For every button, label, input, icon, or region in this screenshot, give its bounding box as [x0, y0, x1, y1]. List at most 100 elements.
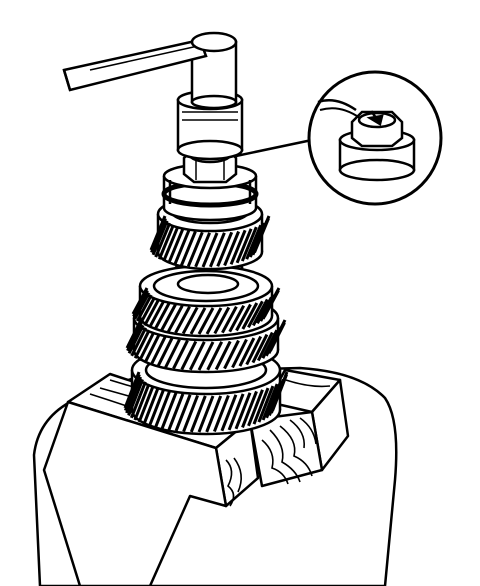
middle-gear-b-tooth	[214, 340, 232, 371]
middle-gear-a-tooth	[153, 302, 171, 330]
upper-gear-tooth	[245, 224, 263, 260]
middle-gear-a-tooth	[247, 300, 264, 329]
lower-gear-tooth	[227, 393, 245, 431]
middle-gear-a-tooth	[148, 300, 165, 329]
upper-gear-teeth	[149, 215, 271, 268]
middle-gear-b-tooth	[180, 340, 198, 371]
upper-gear-tooth	[157, 224, 175, 260]
upper-gear-tooth	[209, 232, 226, 268]
lower-gear-tooth	[271, 371, 289, 409]
middle-gear-a-tooth	[228, 304, 246, 333]
socket	[176, 40, 244, 161]
middle-gear-a-tooth	[241, 302, 259, 330]
middle-gear-b-tooth	[256, 331, 274, 362]
upper-gear-tooth	[180, 230, 197, 267]
upper-gear-tooth	[223, 230, 240, 267]
lower-gear-tooth	[137, 385, 155, 423]
middle-gear-b-tooth	[143, 333, 161, 364]
middle-gear-a-tooth	[135, 294, 153, 322]
lower-gear-tooth	[257, 385, 275, 423]
middle-gear-a-tooth	[197, 307, 215, 335]
upper-gear-tooth	[248, 222, 266, 258]
lower-gear-tooth	[160, 392, 178, 430]
upper-gear-tooth	[154, 222, 172, 258]
middle-gear-b-teeth	[125, 319, 287, 371]
middle-gear-a-tooth	[181, 306, 199, 335]
middle-gear-b-tooth	[238, 337, 256, 367]
middle-gear-a-tooth	[166, 304, 184, 333]
middle-gear-a-tooth	[263, 287, 281, 315]
middle-gear-b-tooth	[138, 331, 156, 362]
upper-gear-tooth	[253, 215, 271, 251]
upper-gear-tooth	[151, 220, 169, 256]
upper-gear-tooth	[216, 231, 234, 267]
lower-gear-tooth	[261, 383, 279, 421]
middle-gear-a-tooth	[139, 296, 156, 325]
middle-gear-b-tooth	[261, 329, 279, 359]
lower-gear-tooth	[197, 395, 215, 433]
upper-gear-tooth	[229, 229, 247, 265]
middle-gear-b-tooth	[130, 327, 148, 357]
lower-gear-tooth	[265, 381, 282, 419]
upper-gear-tooth	[194, 232, 211, 268]
lower-gear-tooth	[142, 387, 160, 425]
lower-gear-tooth	[220, 394, 238, 432]
lower-gear-tooth	[154, 390, 171, 428]
middle-gear-a-tooth	[132, 289, 149, 318]
middle-gear-b-tooth	[245, 335, 263, 366]
upper-gear-tooth	[162, 226, 180, 262]
middle-gear-a-tooth	[213, 306, 231, 335]
middle-gear-a-tooth	[160, 303, 177, 332]
middle-gear-b-tooth	[188, 341, 206, 371]
middle-gear-b-tooth	[223, 339, 240, 370]
middle-gear-b-tooth	[149, 335, 167, 366]
detail-inset	[235, 70, 443, 206]
middle-gear-a-tooth	[133, 292, 151, 320]
middle-gear-b-tooth	[164, 338, 181, 369]
lower-gear-tooth	[167, 393, 185, 431]
lower-gear-tooth	[247, 389, 264, 427]
lower-gear-tooth	[182, 394, 199, 433]
middle-gear-b-tooth	[251, 333, 269, 364]
middle-gear-b-tooth	[156, 337, 174, 367]
middle-gear-a	[131, 264, 281, 338]
lower-gear-tooth	[148, 389, 165, 427]
lower-gear-tooth	[133, 383, 151, 421]
middle-gear-a-tooth	[174, 305, 191, 334]
middle-gear-b-tooth	[172, 339, 189, 370]
lower-gear-tooth	[127, 378, 144, 416]
middle-gear-a-tooth	[143, 298, 161, 327]
middle-gear-a-tooth	[256, 296, 273, 325]
lower-gear-tooth	[205, 395, 223, 433]
middle-gear-a-tooth	[131, 287, 149, 315]
upper-gear-tooth	[235, 228, 253, 264]
middle-gear-b-tooth	[127, 324, 145, 354]
middle-gear-b-tooth	[125, 319, 143, 349]
middle-gear-a-tooth	[251, 298, 269, 327]
middle-gear-b-tooth	[231, 338, 248, 369]
lower-gear-tooth	[124, 373, 141, 412]
middle-gear-b-tooth	[133, 329, 151, 359]
middle-gear-a-tooth	[221, 305, 238, 334]
lower-gear-tooth	[125, 376, 142, 414]
lower-gear-teeth	[123, 371, 289, 433]
upper-gear-tooth	[201, 232, 219, 268]
lower-gear-tooth	[189, 395, 207, 433]
middle-gear-b-tooth	[206, 341, 224, 371]
middle-gear-b-tooth	[197, 341, 215, 371]
middle-gear-a-teeth	[131, 287, 281, 335]
lower-gear-tooth	[213, 394, 230, 433]
upper-gear-tooth	[150, 217, 167, 253]
upper-gear-tooth	[186, 231, 204, 267]
socket-wrench-handle	[62, 31, 238, 92]
middle-gear-a-tooth	[189, 307, 207, 335]
lower-gear-tooth	[130, 381, 147, 419]
upper-gear-tooth	[167, 228, 185, 264]
middle-gear-a-tooth	[205, 307, 223, 335]
lower-gear-tooth	[252, 387, 270, 425]
lower-gear-tooth	[241, 390, 258, 428]
upper-gear-tooth	[173, 229, 191, 265]
lower-gear-tooth	[174, 394, 192, 432]
